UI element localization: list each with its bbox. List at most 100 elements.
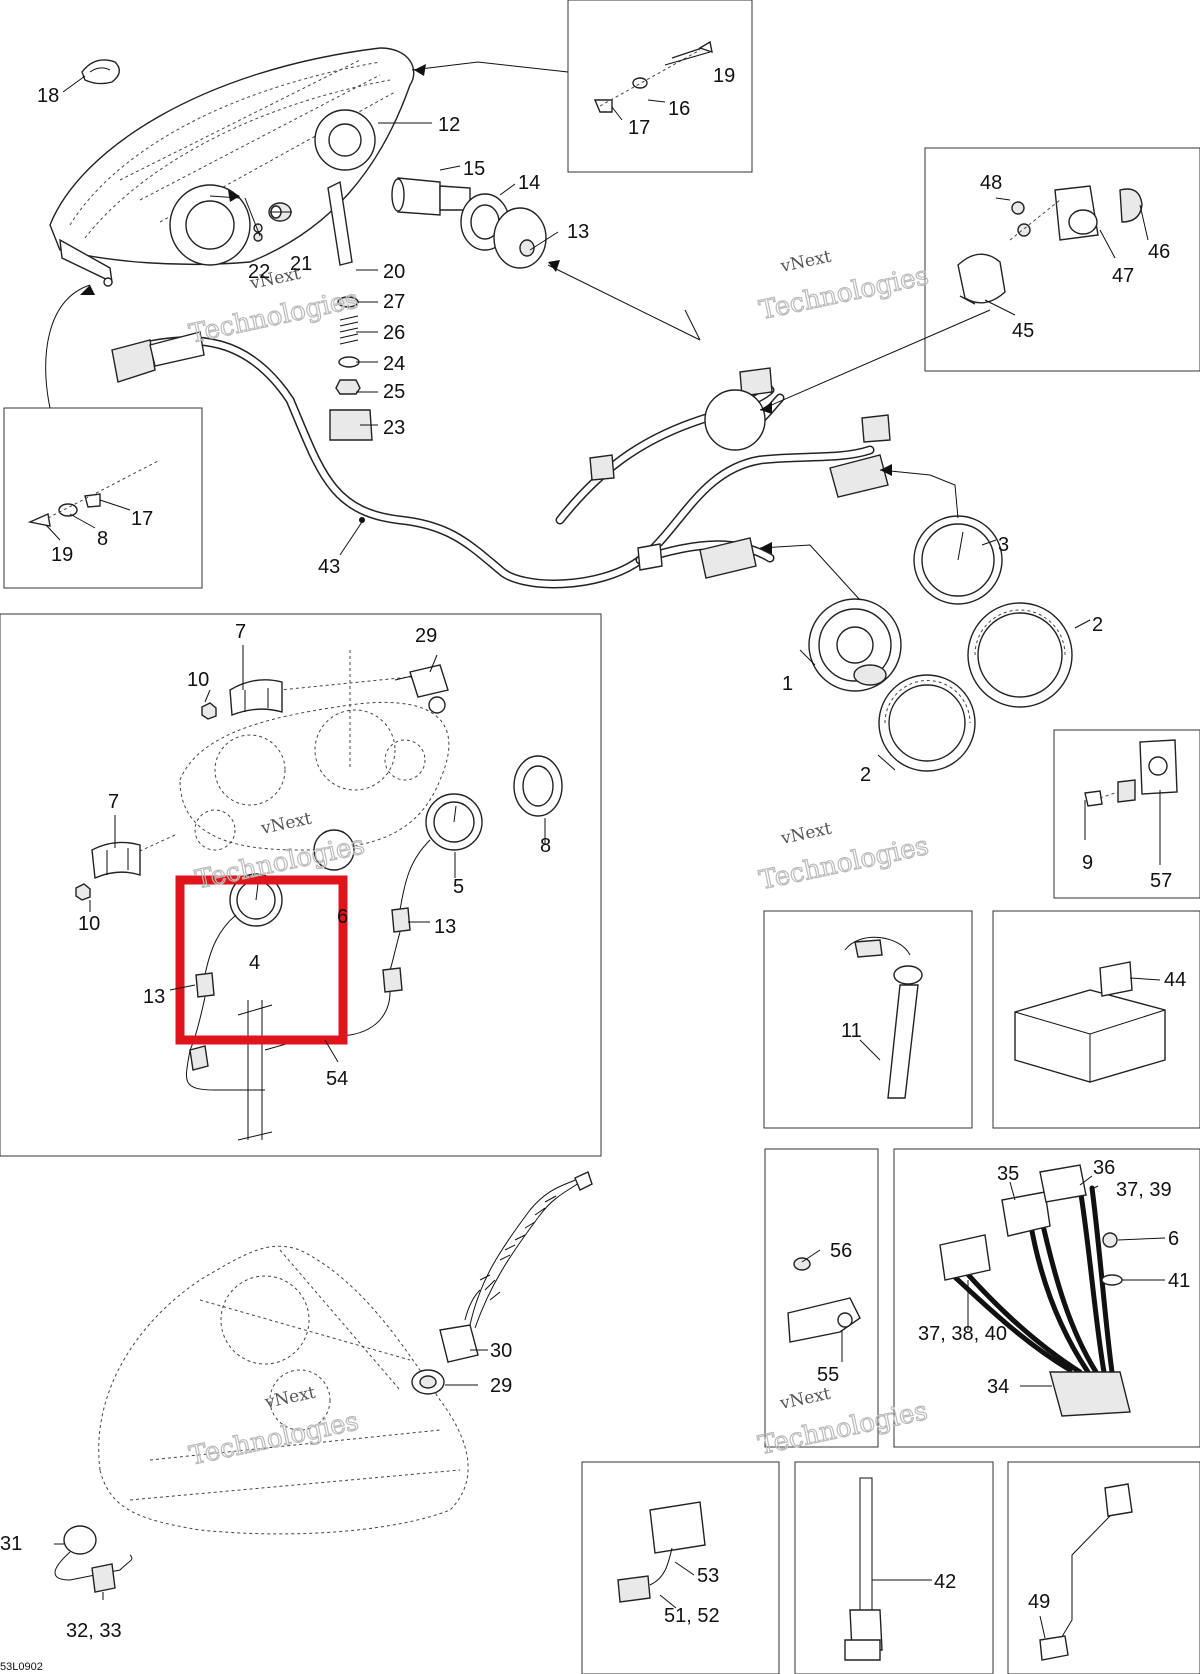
part-label-9: 9 (1082, 852, 1093, 874)
part-label-17-b: 17 (131, 508, 153, 530)
part-label-25: 25 (383, 381, 405, 403)
watermark-1: vNext Technologies (756, 247, 932, 327)
inset-box-harness (893, 1148, 1200, 1448)
part-label-49: 49 (1028, 1591, 1050, 1613)
part-label-20: 20 (383, 261, 405, 283)
sensor-49 (1039, 1483, 1133, 1661)
part-label-12: 12 (438, 114, 460, 136)
part-label-37-39: 37, 39 (1116, 1179, 1172, 1201)
part-label-41: 41 (1168, 1270, 1190, 1292)
part-label-31: 31 (0, 1533, 22, 1555)
part-label-30: 30 (490, 1340, 512, 1362)
part-label-19-b: 19 (51, 544, 73, 566)
part-label-18: 18 (37, 85, 59, 107)
svg-text:Technologies: Technologies (187, 284, 362, 349)
part-label-1: 1 (782, 673, 793, 695)
highlight-box (175, 875, 348, 1045)
part-label-22: 22 (248, 261, 270, 283)
part-label-7-a: 7 (235, 621, 246, 643)
watermark-4: vNext Technologies (756, 819, 932, 897)
leader-lines (45, 51, 1166, 1639)
part-label-8-a: 8 (97, 528, 108, 550)
screw-group-left (27, 459, 161, 527)
inset-box-gauge-cluster (0, 613, 602, 1157)
wiring-harness-43 (111, 331, 891, 589)
part-label-48: 48 (980, 172, 1002, 194)
part-label-10-a: 10 (187, 669, 209, 691)
part-label-54: 54 (326, 1068, 348, 1090)
probe-42 (844, 1477, 883, 1661)
svg-text:vNext: vNext (258, 809, 313, 839)
inset-box-sensor (1007, 1461, 1200, 1674)
part-label-29-a: 29 (415, 625, 437, 647)
screw-group-top (593, 40, 713, 113)
part-label-14: 14 (518, 172, 540, 194)
nut-10-top (201, 702, 217, 720)
part-label-55: 55 (817, 1364, 839, 1386)
watermark-2: vNext Technologies (186, 264, 362, 350)
part-label-16: 16 (668, 98, 690, 120)
part-label-4: 4 (249, 952, 260, 974)
fuel-sender-11 (844, 936, 923, 1099)
watermark-5: vNext Technologies (186, 1383, 362, 1473)
console-outline (98, 1245, 469, 1535)
part-label-34: 34 (987, 1376, 1009, 1398)
part-label-13-b: 13 (434, 916, 456, 938)
diagram-reference-code: 53L0902 (0, 1661, 43, 1673)
bezel-2-left (878, 674, 976, 772)
gauge-1 (808, 598, 902, 692)
part-label-23: 23 (383, 417, 405, 439)
part-label-11: 11 (841, 1020, 862, 1042)
part-label-6: 6 (1168, 1228, 1179, 1250)
inset-box-bracket (1053, 729, 1200, 899)
connector-29-top (394, 664, 449, 714)
inset-box-probe (794, 1461, 994, 1674)
part-label-44: 44 (1164, 969, 1186, 991)
part-label-45: 45 (1012, 320, 1034, 342)
part-label-24: 24 (383, 353, 405, 375)
part-label-5: 5 (453, 876, 464, 898)
inset-box-fuse-relay (992, 910, 1200, 1129)
bezel-8 (513, 755, 563, 817)
cluster-outline (119, 650, 450, 861)
part-label-57: 57 (1150, 870, 1172, 892)
part-label-35: 35 (997, 1163, 1019, 1185)
clip-18 (81, 59, 120, 85)
gauge-3 (913, 515, 1003, 605)
part-label-53: 53 (697, 1565, 719, 1587)
part-label-2-b: 2 (860, 764, 871, 786)
svg-text:Technologies: Technologies (187, 1407, 362, 1472)
bracket-57 (1084, 739, 1178, 807)
adjuster-stack (327, 180, 373, 441)
part-label-43: 43 (318, 556, 340, 578)
socket-group (957, 185, 1143, 305)
inset-box-screws-top (567, 0, 753, 173)
part-label-32-33: 32, 33 (66, 1620, 122, 1642)
part-label-2-a: 2 (1092, 614, 1103, 636)
part-label-19: 19 (713, 65, 735, 87)
boot-13-top (493, 207, 547, 269)
part-label-51-52: 51, 52 (664, 1605, 720, 1627)
lanyard-30 (411, 1171, 593, 1395)
inset-box-clip (764, 1148, 879, 1448)
part-label-47: 47 (1112, 265, 1134, 287)
bracket-7-bottom (91, 841, 141, 880)
part-label-17: 17 (628, 117, 650, 139)
part-label-7-b: 7 (108, 791, 119, 813)
switch-31 (54, 1525, 133, 1593)
part-label-3: 3 (998, 534, 1009, 556)
switch-53 (617, 1501, 706, 1603)
part-label-42: 42 (934, 1571, 956, 1593)
part-label-27: 27 (383, 291, 405, 313)
harness-34 (939, 1164, 1131, 1417)
inset-box-socket (924, 147, 1200, 372)
bulb-15 (391, 177, 471, 216)
part-label-36: 36 (1093, 1157, 1115, 1179)
bezel-2-right (967, 602, 1073, 708)
gauge-5 (382, 793, 483, 993)
svg-text:vNext: vNext (777, 1384, 832, 1414)
part-label-15: 15 (463, 158, 485, 180)
part-labels: 18 12 19 16 17 15 14 13 2 1 22 20 27 2 6 2… (0, 65, 1190, 1673)
inset-box-screws-left (3, 407, 203, 589)
